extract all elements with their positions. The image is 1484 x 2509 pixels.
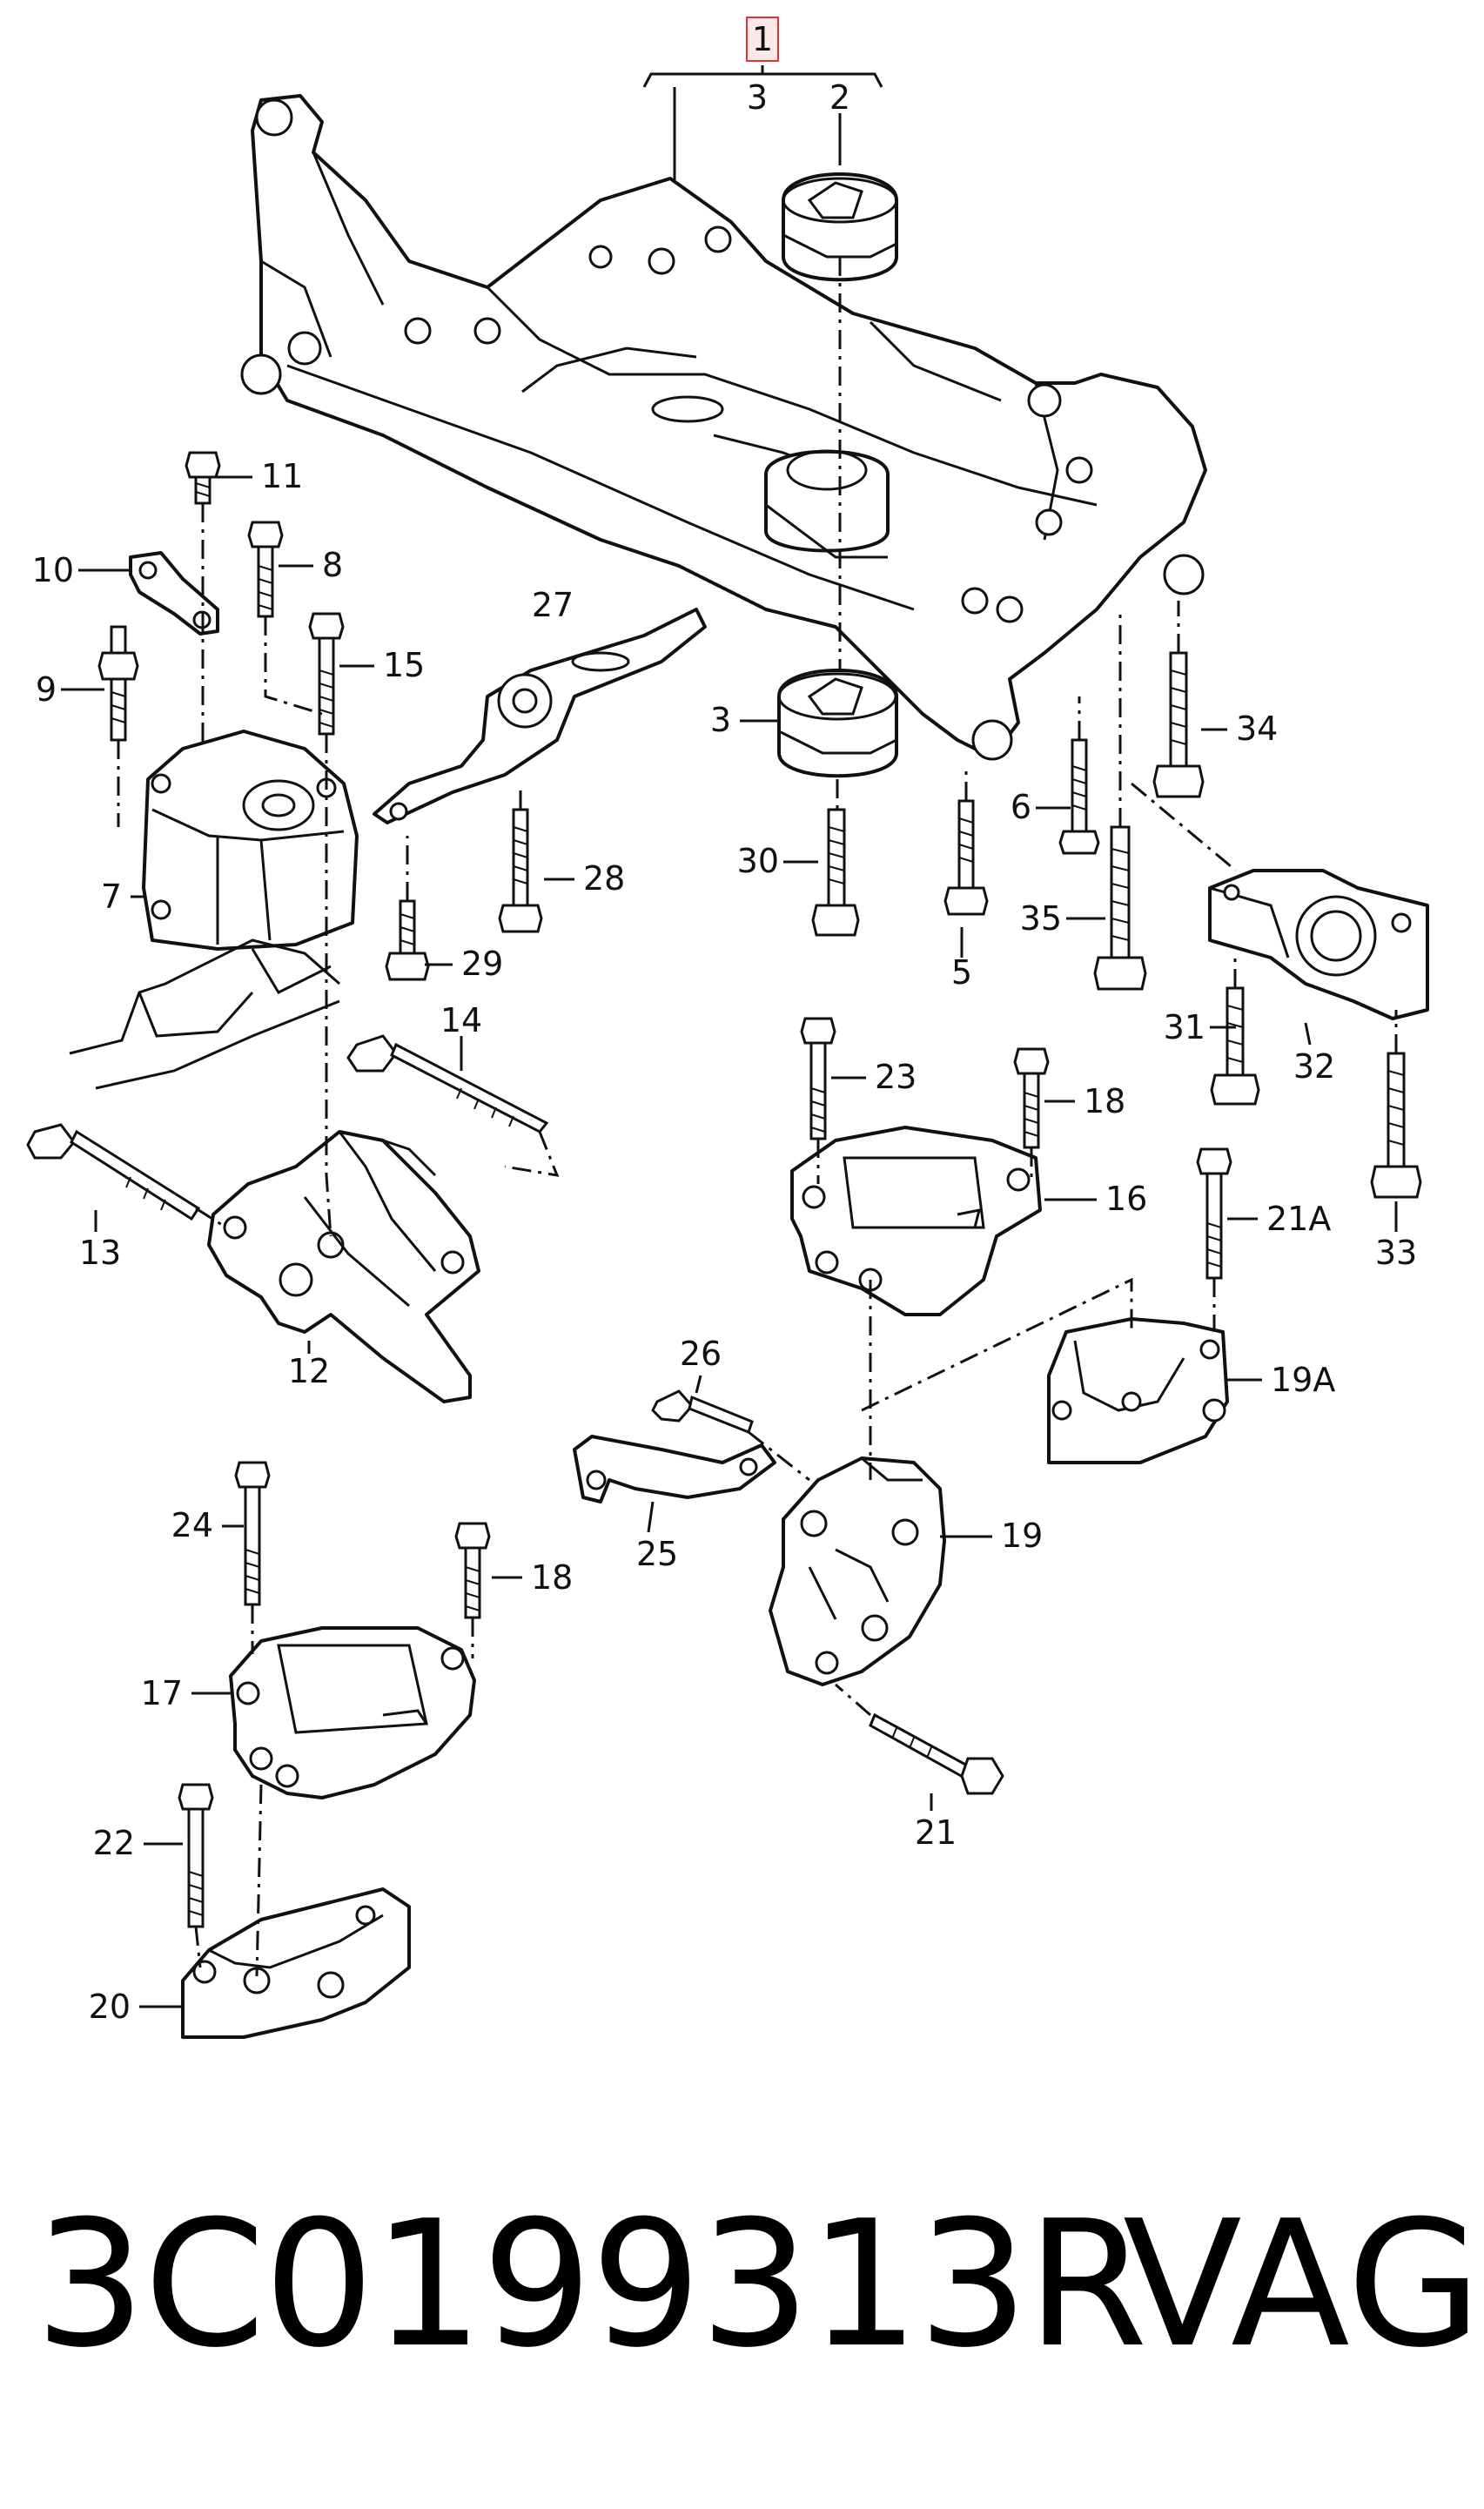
callout-3: 3 [710, 701, 731, 739]
callout-27: 27 [532, 586, 574, 624]
assembly-lines [117, 257, 1398, 1977]
callout-15: 15 [383, 646, 425, 684]
bracket-20-part [181, 1887, 411, 2039]
bolt-29 [385, 899, 430, 981]
engine-mount-7-part [142, 730, 359, 951]
body-rail-sketch [69, 938, 340, 1090]
torque-rod-part [373, 608, 707, 824]
bolt-35 [1093, 825, 1147, 991]
brand-name: VAG [1123, 2183, 1482, 2386]
callout-24: 24 [171, 1506, 213, 1544]
subframe-part [240, 94, 1207, 761]
mount-19a-part [1047, 1317, 1229, 1464]
bolt-26 [651, 1389, 754, 1434]
callout-21: 21 [915, 1813, 957, 1852]
bracket-32-part [1208, 869, 1429, 1020]
bolt-21a [1196, 1147, 1232, 1280]
bolt-31 [1210, 986, 1260, 1106]
callout-labels: 1 3 2 11 8 10 9 15 27 3 6 34 7 28 30 35 … [32, 20, 1418, 2026]
callout-19a: 19A [1271, 1361, 1335, 1399]
bolt-34 [1152, 651, 1205, 798]
callout-14: 14 [440, 1001, 482, 1039]
bolt-5 [943, 799, 989, 916]
callout-18-left: 18 [531, 1558, 573, 1597]
callout-31: 31 [1164, 1008, 1205, 1046]
callout-22: 22 [93, 1824, 135, 1862]
bolt-30 [811, 808, 860, 937]
bolt-14 [346, 1034, 549, 1133]
bolt-8 [247, 521, 284, 618]
callout-35: 35 [1020, 899, 1062, 938]
part-number: 3C0199313R [35, 2183, 1148, 2386]
callout-5: 5 [951, 953, 972, 992]
callout-30: 30 [737, 842, 779, 880]
callout-11: 11 [261, 457, 303, 495]
bolt-18-left [454, 1522, 491, 1619]
callout-8: 8 [322, 546, 343, 584]
callout-1: 1 [752, 20, 773, 58]
callout-34: 34 [1236, 710, 1278, 748]
bush-lower-part [777, 669, 898, 778]
bolt-9 [97, 625, 139, 742]
bolt-6 [1058, 738, 1100, 855]
callout-16: 16 [1105, 1180, 1147, 1218]
bolt-13 [26, 1123, 201, 1221]
bolt-21 [869, 1712, 1004, 1795]
bolt-24 [234, 1461, 271, 1606]
callout-9: 9 [36, 670, 57, 709]
callout-20: 20 [89, 1988, 131, 2026]
callout-6: 6 [1011, 788, 1031, 826]
plate-10 [129, 551, 219, 636]
bracket-19-part [769, 1456, 946, 1686]
callout-17: 17 [141, 1674, 183, 1712]
callout-33: 33 [1375, 1234, 1417, 1272]
callout-7: 7 [101, 878, 122, 916]
bolt-28 [498, 808, 543, 933]
bolts [26, 451, 1422, 1928]
leader-lines [61, 65, 1398, 2008]
callout-12: 12 [288, 1352, 330, 1390]
callout-21a: 21A [1266, 1200, 1331, 1238]
bolt-22 [178, 1783, 214, 1928]
bolt-15 [308, 612, 345, 736]
bolt-11 [185, 451, 221, 505]
callout-18-right: 18 [1084, 1082, 1125, 1120]
callout-2: 2 [829, 78, 850, 117]
callout-3-top: 3 [747, 78, 768, 117]
callout-1-highlight [746, 17, 779, 62]
callout-23: 23 [875, 1058, 917, 1096]
bracket-25-part [573, 1435, 776, 1503]
bolt-23 [800, 1017, 836, 1140]
mount-17-part [229, 1626, 476, 1799]
callout-28: 28 [583, 859, 625, 898]
callout-25: 25 [636, 1535, 678, 1573]
callout-32: 32 [1293, 1047, 1335, 1086]
bracket-12-part [207, 1130, 480, 1403]
bolt-18-right [1013, 1047, 1050, 1149]
bush-top-part [782, 172, 898, 282]
callout-29: 29 [461, 945, 503, 983]
mount-16-part [790, 1126, 1042, 1316]
callout-13: 13 [79, 1234, 121, 1272]
callout-10: 10 [32, 551, 74, 589]
bolt-33 [1370, 1052, 1422, 1199]
callout-19: 19 [1001, 1517, 1043, 1555]
callout-26: 26 [680, 1335, 722, 1373]
